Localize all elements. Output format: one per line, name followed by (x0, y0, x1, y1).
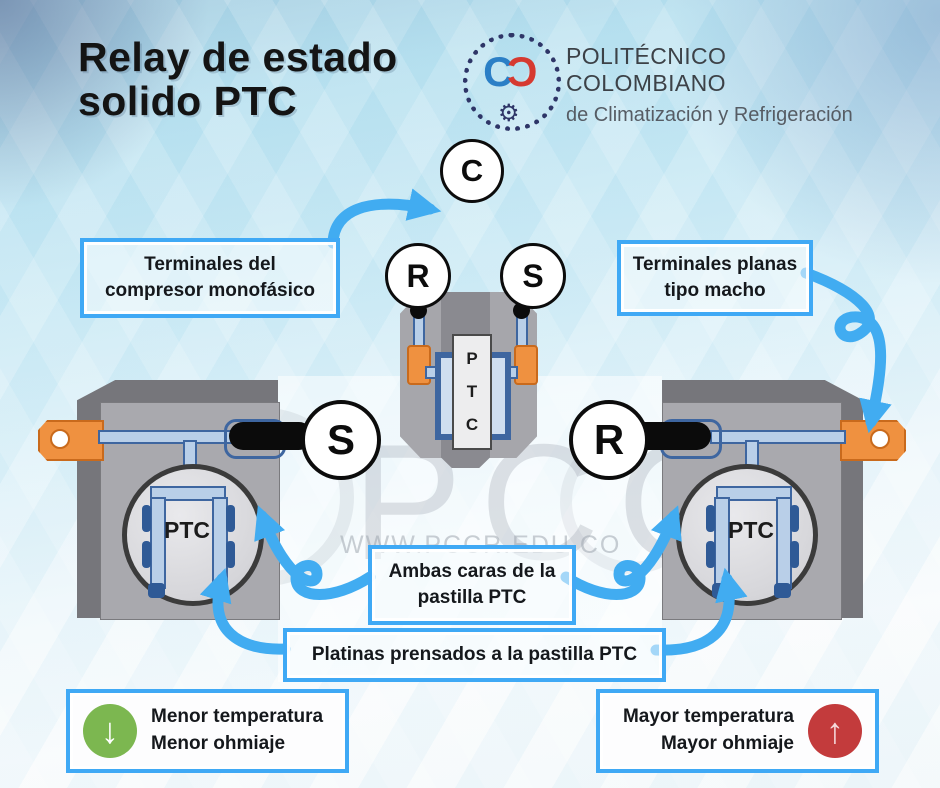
logo: C C ⚙ POLITÉCNICO COLOMBIANO de Climatiz… (460, 30, 880, 131)
terminal-circle-c: C (440, 139, 504, 203)
callout-flat-terminals: Terminales planas tipo macho (617, 240, 813, 316)
callout-both-faces-line1: Ambas caras de la (388, 560, 556, 582)
ptc-letter-c: C (465, 415, 479, 434)
callout-flat-line2: tipo macho (664, 280, 766, 301)
left-terminal-hole (50, 429, 70, 449)
terminal-circle-s-top: S (500, 243, 566, 309)
left-pad-4 (226, 541, 235, 568)
left-cap-a (148, 583, 165, 598)
legend-lower-temperature: ↓ Menor temperatura Menor ohmiaje (66, 689, 349, 773)
monogram-c-right: C (506, 48, 537, 95)
ptc-letter-t: T (466, 382, 478, 401)
left-cap-b (210, 583, 227, 598)
left-spade-terminal (38, 420, 104, 461)
gear-icon: ⚙ (498, 100, 520, 127)
terminal-circle-s-side: S (301, 400, 381, 480)
page-title-line1: Relay de estado (78, 34, 398, 80)
page-title-line2: solido PTC (78, 77, 298, 124)
monogram-c-left: C (483, 48, 514, 95)
legend-lower-text: Menor temperatura Menor ohmiaje (151, 704, 323, 757)
left-busbar (98, 430, 234, 444)
org-name-line2: de Climatización y Refrigeración (566, 104, 853, 126)
right-pad-4 (790, 541, 799, 568)
left-pad-1 (142, 505, 151, 532)
right-pad-2 (706, 541, 715, 568)
legend-lower-line1: Menor temperatura (151, 706, 324, 728)
org-name-line1: POLITÉCNICO COLOMBIANO (566, 43, 727, 96)
ptc-letter-p: P (466, 349, 478, 368)
callout-platens: Platinas prensados a la pastilla PTC (283, 628, 666, 682)
left-pad-3 (226, 505, 235, 532)
callout-compressor-line1: Terminales del (144, 253, 276, 275)
up-arrow-icon: ↑ (808, 704, 862, 758)
arrow-compressor-to-c (327, 188, 442, 249)
inner-terminal-left (407, 345, 431, 385)
right-busbar (710, 430, 846, 444)
left-pad-2 (142, 541, 151, 568)
right-cap-a (712, 583, 729, 598)
right-crossbar (716, 486, 792, 501)
right-terminal-hole (870, 429, 890, 449)
terminal-circle-r-top: R (385, 243, 451, 309)
right-pad-3 (790, 505, 799, 532)
cc-monogram-icon: C C (478, 48, 542, 96)
legend-higher-temperature: Mayor temperatura Mayor ohmiaje ↑ (596, 689, 879, 773)
platen-bracket-right (490, 352, 511, 440)
legend-lower-line2: Menor ohmiaje (151, 733, 286, 754)
ptc-pellet-center: P T C (452, 334, 492, 450)
callout-compressor-line2: compresor monofásico (104, 280, 316, 301)
org-name: POLITÉCNICO COLOMBIANO de Climatización … (566, 43, 876, 127)
right-pad-1 (706, 505, 715, 532)
legend-higher-line2: Mayor ohmiaje (660, 733, 794, 754)
callout-flat-line1: Terminales planas (632, 253, 798, 275)
platen-bracket-left (435, 352, 456, 440)
page-title: Relay de estado solido PTC (78, 34, 398, 124)
right-ptc-label: PTC (728, 517, 774, 543)
left-crossbar (150, 486, 226, 501)
legend-higher-text: Mayor temperatura Mayor ohmiaje (600, 704, 794, 757)
inner-terminal-right (514, 345, 538, 385)
terminal-circle-r-side: R (569, 400, 649, 480)
left-ptc-label: PTC (164, 517, 210, 543)
right-cap-b (774, 583, 791, 598)
down-arrow-icon: ↓ (83, 704, 137, 758)
callout-platens-text: Platinas prensados a la pastilla PTC (311, 643, 638, 665)
laurel-wreath-icon (463, 33, 561, 131)
callout-both-faces: Ambas caras de la pastilla PTC (368, 545, 576, 625)
callout-compressor-terminals: Terminales del compresor monofásico (80, 238, 340, 318)
callout-both-faces-line2: pastilla PTC (417, 587, 527, 608)
left-black-link (229, 422, 313, 450)
legend-higher-line1: Mayor temperatura (622, 706, 794, 728)
